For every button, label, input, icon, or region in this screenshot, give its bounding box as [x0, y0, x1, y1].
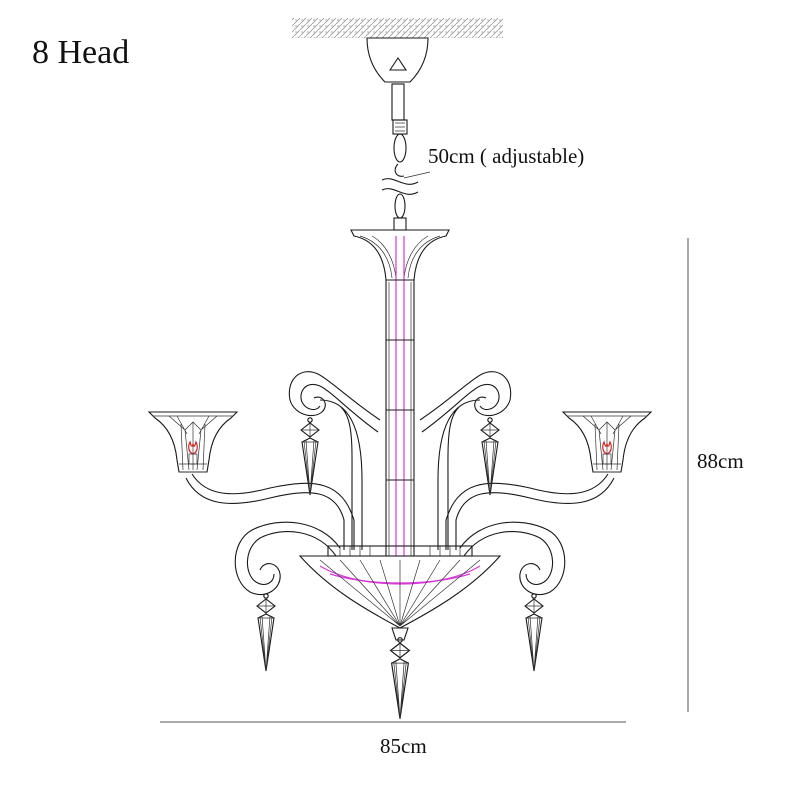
- central-stem: [350, 229, 450, 556]
- ceiling-hatch: [292, 18, 503, 38]
- width-label: 85cm: [380, 734, 427, 758]
- upper-arms: [288, 371, 512, 550]
- ceiling-canopy: [366, 37, 429, 121]
- candle-arms: [185, 473, 615, 550]
- page-title: 8 Head: [32, 34, 130, 71]
- crystal-pendant-lower-left: [256, 593, 276, 672]
- chain-length-label: 50cm ( adjustable): [428, 144, 585, 168]
- hanging-chain: [381, 119, 431, 231]
- height-label: 88cm: [697, 449, 744, 473]
- crystal-pendant-center: [389, 637, 411, 720]
- lower-arms: [234, 521, 566, 596]
- crystal-pendant-lower-right: [524, 593, 544, 672]
- candle-cup-left: [148, 411, 238, 473]
- central-bowl: [298, 545, 502, 641]
- candle-cup-right: [562, 411, 652, 473]
